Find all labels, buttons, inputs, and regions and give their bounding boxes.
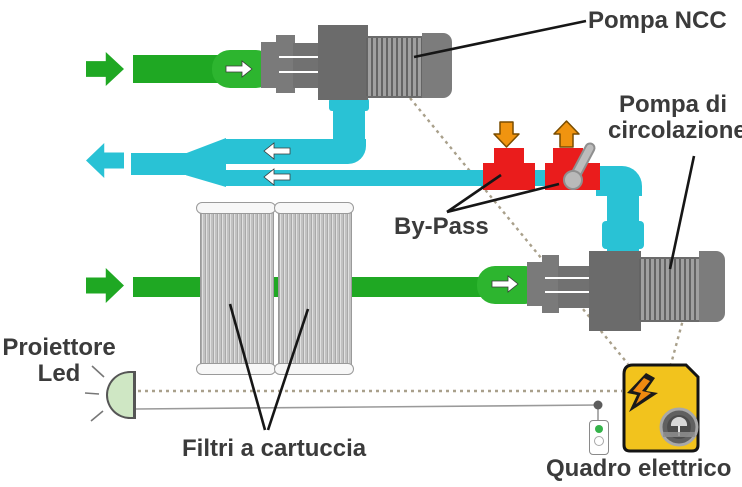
light-ray-3 <box>90 410 104 422</box>
return-pipe-y-junction <box>186 138 226 187</box>
inlet-flow-arrow-bottom <box>86 268 124 303</box>
ncc-pump-flange-inner <box>276 35 295 93</box>
remote-white-button <box>594 436 604 446</box>
label-filtri-a-cartuccia: Filtri a cartuccia <box>182 435 367 462</box>
circ-pump-flange-inner <box>542 255 559 313</box>
label-by-pass: By-Pass <box>394 213 489 240</box>
light-ray-2 <box>84 392 100 395</box>
electrical-panel-box <box>622 363 700 453</box>
label-proiettore-line2: Led <box>37 360 81 387</box>
circ-elbow-collar <box>602 221 644 249</box>
bypass-valve-left-body <box>483 163 535 190</box>
label-proiettore-line1: Proiettore <box>2 334 116 361</box>
cable-led-to-remote <box>135 404 599 410</box>
filter-right-body <box>278 210 352 366</box>
ncc-pump-end-cap <box>422 33 452 98</box>
ncc-pump-flange-outer <box>261 42 279 88</box>
circ-pump-flange-outer <box>527 262 543 306</box>
ncc-pump-body <box>318 25 368 100</box>
lightning-bolt-icon <box>627 373 658 412</box>
circ-pump-boltline-1 <box>545 277 590 279</box>
label-pompa-circolazione-line2: circolazione <box>608 117 742 144</box>
panel-badge-inner <box>667 415 691 439</box>
circ-pump-body <box>589 251 641 331</box>
wire-circpump-to-panel <box>669 315 686 365</box>
filter-left-bottom-cap <box>196 363 276 375</box>
ncc-elbow-collar <box>329 98 369 111</box>
ncc-pump-motor-fins <box>366 36 424 98</box>
label-pompa-circolazione: Pompa di circolazione <box>608 91 742 144</box>
ncc-pump-boltline-1 <box>279 56 322 58</box>
outlet-flow-arrow <box>86 143 124 178</box>
valve-arrow-down-icon <box>493 121 520 148</box>
lightning-bolt-inner-icon <box>633 378 651 404</box>
filter-left-top-cap <box>196 202 276 214</box>
inlet-flow-arrow-top <box>86 52 124 86</box>
callout-line-circ <box>668 155 696 270</box>
valve-arrow-up-icon <box>553 120 580 148</box>
return-pipe-main <box>131 153 191 175</box>
label-pompa-circolazione-line1: Pompa di <box>618 91 727 118</box>
panel-badge-icon <box>659 407 699 447</box>
bypass-valve-right-top <box>553 148 583 165</box>
circ-pump-end-cap <box>699 251 725 322</box>
bypass-valve-right-body <box>545 163 600 190</box>
remote-green-button <box>595 425 603 433</box>
filter-left-body <box>200 210 274 366</box>
panel-badge-band <box>663 432 695 437</box>
label-quadro-elettrico: Quadro elettrico <box>546 455 732 482</box>
label-pompa-ncc: Pompa NCC <box>588 7 727 34</box>
circ-pump-motor-fins <box>639 257 701 322</box>
filter-right-bottom-cap <box>274 363 354 375</box>
remote-control <box>589 420 609 455</box>
cable-junction-dot <box>593 400 603 410</box>
filter-right-top-cap <box>274 202 354 214</box>
label-proiettore-led: Proiettore Led <box>0 335 118 387</box>
ncc-pump-boltline-2 <box>279 71 322 73</box>
circ-pump-housing <box>558 266 590 308</box>
bypass-valve-left-top <box>494 148 524 165</box>
panel-badge-glyph <box>670 416 688 426</box>
circ-pump-boltline-2 <box>545 291 590 293</box>
